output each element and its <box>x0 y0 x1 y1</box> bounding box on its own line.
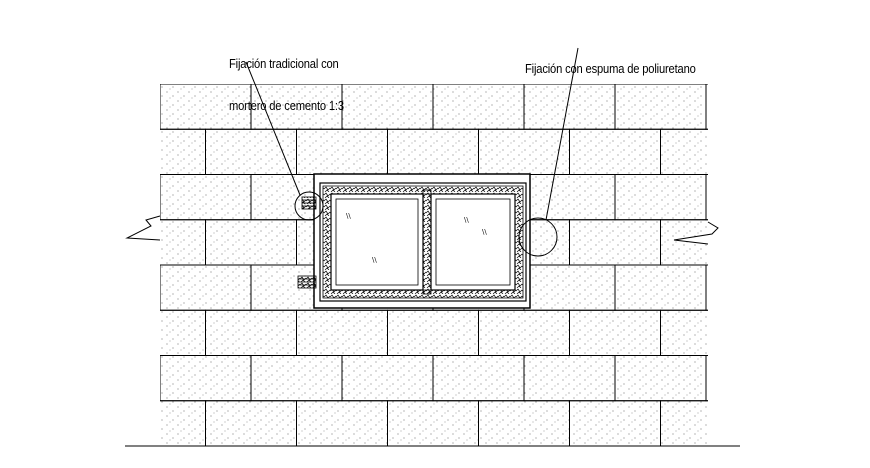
glass-mark-3: \\ <box>464 216 469 224</box>
brick <box>705 355 708 402</box>
callout-foam-fixing-text: Fijación con espuma de poliuretano <box>525 61 696 76</box>
detail-circle-foam <box>518 217 558 257</box>
glass-mark-1: \\ <box>346 212 351 220</box>
callout-foam-fixing: Fijación con espuma de poliuretano <box>525 34 696 90</box>
mortar-anchor-bottom <box>297 275 317 289</box>
callout-traditional-fixing-line2: mortero de cemento 1:3 <box>229 98 344 113</box>
glass-mark-4: \\ <box>482 228 487 236</box>
callout-traditional-fixing: Fijación tradicional con mortero de ceme… <box>229 29 344 127</box>
sash-left <box>330 193 424 291</box>
callout-traditional-fixing-line1: Fijación tradicional con <box>229 56 339 71</box>
leader-line-foam <box>545 47 579 221</box>
mortar-anchor-top <box>301 196 317 210</box>
glass-left <box>335 198 419 286</box>
glass-mark-2: \\ <box>372 256 377 264</box>
central-mullion <box>422 189 432 295</box>
break-line-right <box>673 221 719 245</box>
brick <box>660 400 708 446</box>
glass-right <box>435 198 511 286</box>
brick <box>705 174 708 221</box>
detail-circle-mortar <box>294 191 324 221</box>
break-line-left <box>125 215 161 241</box>
leader-line-mortar <box>245 61 301 196</box>
brick <box>705 84 708 130</box>
sash-right <box>430 193 516 291</box>
brick <box>705 264 708 311</box>
window-assembly: \\ \\ \\ \\ <box>313 173 531 309</box>
